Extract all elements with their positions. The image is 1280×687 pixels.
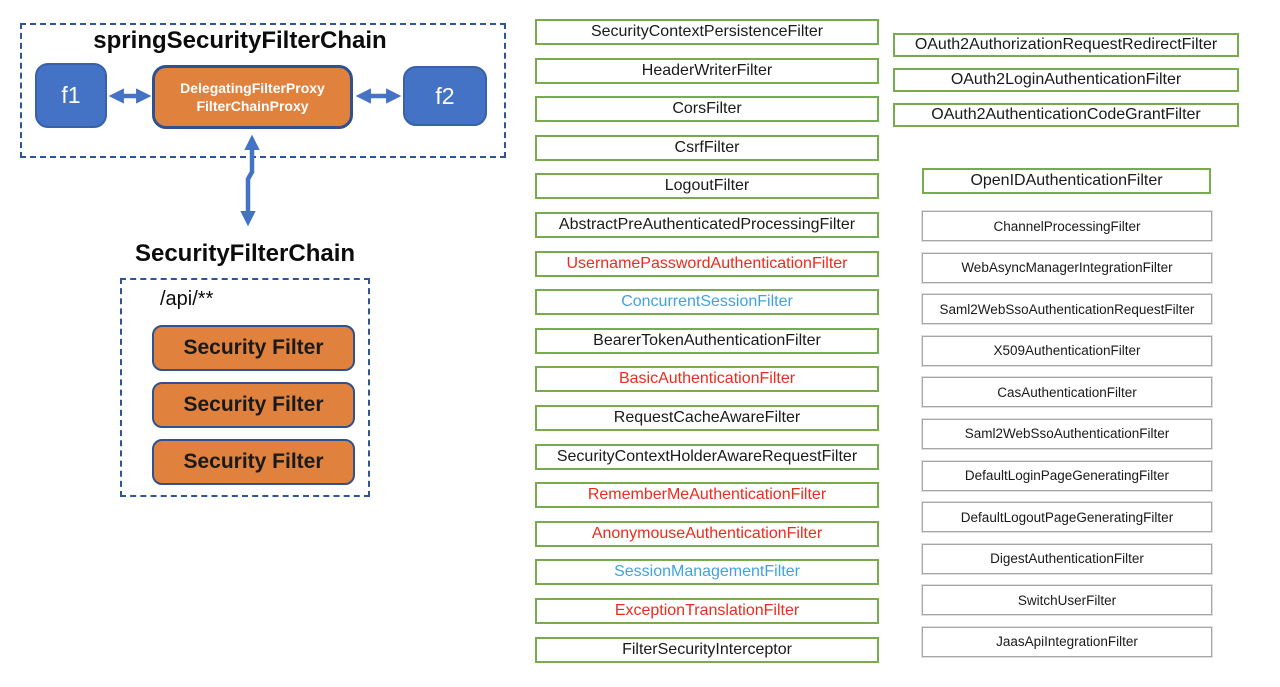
filter-f1-node: f1 [35, 63, 107, 128]
url-pattern-label: /api/** [160, 288, 214, 310]
filter-box: SessionManagementFilter [535, 559, 879, 586]
filter-box: DigestAuthenticationFilter [922, 543, 1212, 574]
filter-box: Saml2WebSsoAuthenticationFilter [922, 418, 1212, 449]
spring-chain-title: springSecurityFilterChain [93, 27, 387, 54]
f2-label: f2 [435, 82, 455, 109]
filter-box: HeaderWriterFilter [535, 57, 879, 84]
security-filter-chain-title: SecurityFilterChain [134, 240, 356, 267]
filter-box: LogoutFilter [535, 173, 879, 200]
filter-box: SwitchUserFilter [922, 585, 1212, 616]
filter-box: X509AuthenticationFilter [922, 335, 1212, 366]
filter-box: RememberMeAuthenticationFilter [535, 482, 879, 509]
oauth-filter-group: OAuth2AuthorizationRequestRedirectFilter… [893, 33, 1239, 127]
proxy-line-1: DelegatingFilterProxy [180, 79, 325, 96]
filter-box: AnonymouseAuthenticationFilter [535, 520, 879, 547]
filter-box: BasicAuthenticationFilter [535, 366, 879, 393]
security-filter-box: Security Filter [152, 382, 355, 428]
filter-box: Saml2WebSsoAuthenticationRequestFilter [922, 294, 1212, 325]
delegating-filter-proxy-node: DelegatingFilterProxy FilterChainProxy [152, 65, 353, 129]
filter-box: DefaultLogoutPageGeneratingFilter [922, 502, 1212, 533]
filter-box: ExceptionTranslationFilter [535, 597, 879, 624]
filter-box: ChannelProcessingFilter [922, 211, 1212, 241]
filter-f2-node: f2 [403, 66, 487, 126]
security-filter-chain-container [120, 278, 370, 497]
filter-box: SecurityContextPersistenceFilter [535, 19, 879, 45]
spring-security-filter-chain-container [20, 23, 506, 158]
filter-box: OpenIDAuthenticationFilter [922, 168, 1211, 194]
f1-label: f1 [61, 82, 81, 108]
proxy-line-2: FilterChainProxy [196, 98, 309, 114]
filter-box: RequestCacheAwareFilter [535, 404, 879, 431]
filter-box: OAuth2LoginAuthenticationFilter [893, 68, 1239, 92]
security-filter-box: Security Filter [152, 325, 355, 371]
filter-box: OAuth2AuthenticationCodeGrantFilter [893, 103, 1239, 127]
filter-box: CorsFilter [535, 96, 879, 123]
filter-box: DefaultLoginPageGeneratingFilter [922, 460, 1212, 491]
filter-box: BearerTokenAuthenticationFilter [535, 327, 879, 354]
security-filter-box: Security Filter [152, 439, 355, 485]
filter-box: OAuth2AuthorizationRequestRedirectFilter [893, 33, 1239, 57]
filter-box: ConcurrentSessionFilter [535, 289, 879, 316]
filter-box: CasAuthenticationFilter [922, 377, 1212, 408]
filter-box: UsernamePasswordAuthenticationFilter [535, 250, 879, 277]
filter-box: FilterSecurityInterceptor [535, 636, 879, 663]
filter-box: SecurityContextHolderAwareRequestFilter [535, 443, 879, 470]
filter-box: CsrfFilter [535, 134, 879, 161]
filter-box: AbstractPreAuthenticatedProcessingFilter [535, 211, 879, 238]
filter-box: JaasApiIntegrationFilter [922, 626, 1212, 657]
filter-box: WebAsyncManagerIntegrationFilter [922, 252, 1212, 283]
